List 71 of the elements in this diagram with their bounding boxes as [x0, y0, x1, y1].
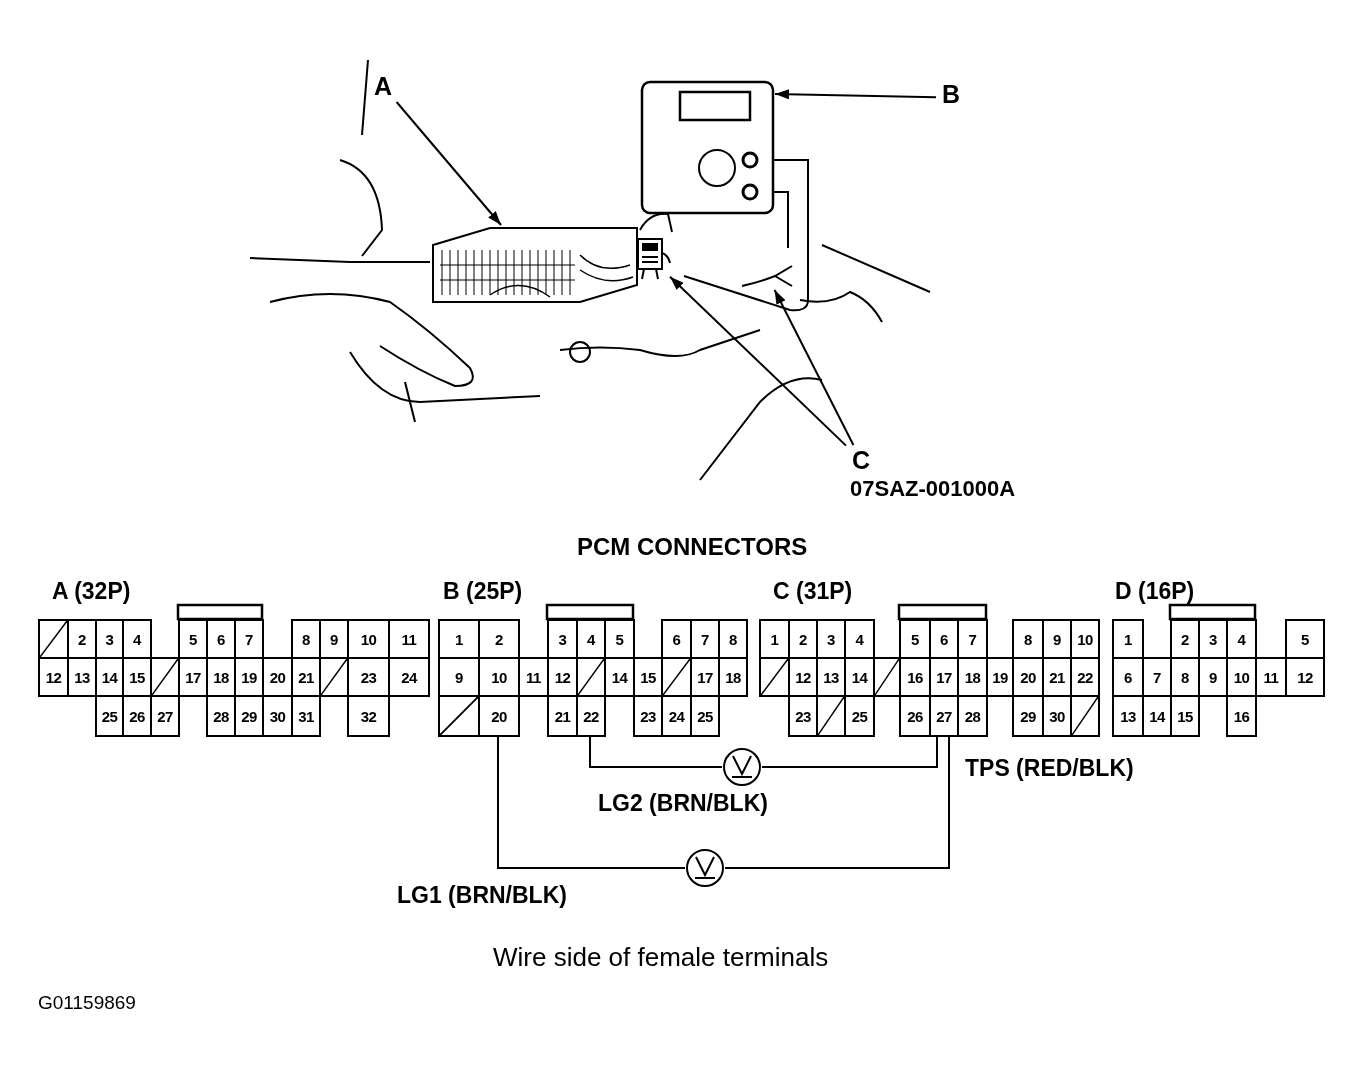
blank-pin-cell	[319, 657, 349, 697]
control-module-drawing	[430, 225, 640, 305]
wire-label: LG2 (BRN/BLK)	[598, 790, 768, 817]
connector-label: B (25P)	[443, 578, 523, 605]
voltmeter-symbol	[685, 848, 725, 888]
blank-pin-cell	[873, 657, 901, 697]
connector-label: A (32P)	[52, 578, 131, 605]
pin-number: 25	[690, 695, 720, 737]
wire	[497, 736, 686, 869]
pin-number: 8	[718, 619, 748, 659]
pin-number: 31	[291, 695, 321, 737]
connector-label: C (31P)	[773, 578, 853, 605]
leader-line	[774, 89, 937, 100]
pin-number: 7	[234, 619, 264, 659]
pin-number: 25	[95, 695, 124, 737]
blank-pin-cell	[816, 695, 846, 737]
voltmeter-symbol	[722, 747, 762, 787]
pin-number: 1	[438, 619, 480, 659]
wire-label: TPS (RED/BLK)	[965, 755, 1134, 782]
pin-number: 12	[1285, 657, 1325, 697]
pin-number: 4	[1226, 619, 1257, 659]
wire	[761, 736, 938, 768]
pin-number: 19	[986, 657, 1014, 697]
wire-label: LG1 (BRN/BLK)	[397, 882, 567, 909]
callout-letter: C	[846, 445, 876, 475]
multimeter-drawing	[640, 80, 775, 215]
pin-number: 5	[604, 619, 635, 659]
pin-number: 10	[1070, 619, 1100, 659]
pin-number: 13	[1112, 695, 1144, 737]
pin-number: 16	[1226, 695, 1257, 737]
pin-number: 23	[788, 695, 818, 737]
pin-number: 21	[547, 695, 578, 737]
leader-line	[773, 289, 855, 446]
pin-number: 25	[844, 695, 875, 737]
pin-number: 1	[1112, 619, 1144, 659]
leader-line	[395, 101, 503, 226]
part-number: 07SAZ-001000A	[850, 476, 1016, 502]
connector-label: D (16P)	[1115, 578, 1195, 605]
wire	[589, 736, 723, 768]
pin-number: 2	[478, 619, 520, 659]
pin-number: 27	[150, 695, 180, 737]
blank-pin-cell	[438, 695, 480, 737]
pin-number: 4	[844, 619, 875, 659]
pin-number: 4	[122, 619, 152, 659]
pin-number: 7	[957, 619, 988, 659]
blank-pin-cell	[1070, 695, 1100, 737]
pin-number: 11	[388, 619, 430, 659]
callout-letter: A	[368, 70, 398, 102]
callout-letter: B	[936, 78, 966, 110]
pin-number: 15	[1170, 695, 1200, 737]
pin-number: 24	[388, 657, 430, 697]
figure-number: G01159869	[38, 992, 136, 1014]
test-lead-drawing	[740, 262, 795, 290]
pin-number: 26	[899, 695, 931, 737]
pin-number: 22	[576, 695, 606, 737]
pin-number: 23	[633, 695, 663, 737]
pin-number: 18	[718, 657, 748, 697]
blank-pin-cell	[759, 657, 790, 697]
pin-number: 11	[1255, 657, 1287, 697]
pin-number: 28	[957, 695, 988, 737]
pin-number: 29	[1012, 695, 1044, 737]
section-heading: PCM CONNECTORS	[577, 533, 808, 561]
pin-number: 11	[518, 657, 549, 697]
pin-number: 28	[206, 695, 236, 737]
caption: Wire side of female terminals	[493, 942, 829, 973]
pin-number: 5	[1285, 619, 1325, 659]
pin-number: 32	[347, 695, 390, 737]
pin-number: 12	[38, 657, 69, 697]
wire	[724, 736, 950, 869]
pin-number: 20	[478, 695, 520, 737]
leader-line	[669, 275, 847, 447]
